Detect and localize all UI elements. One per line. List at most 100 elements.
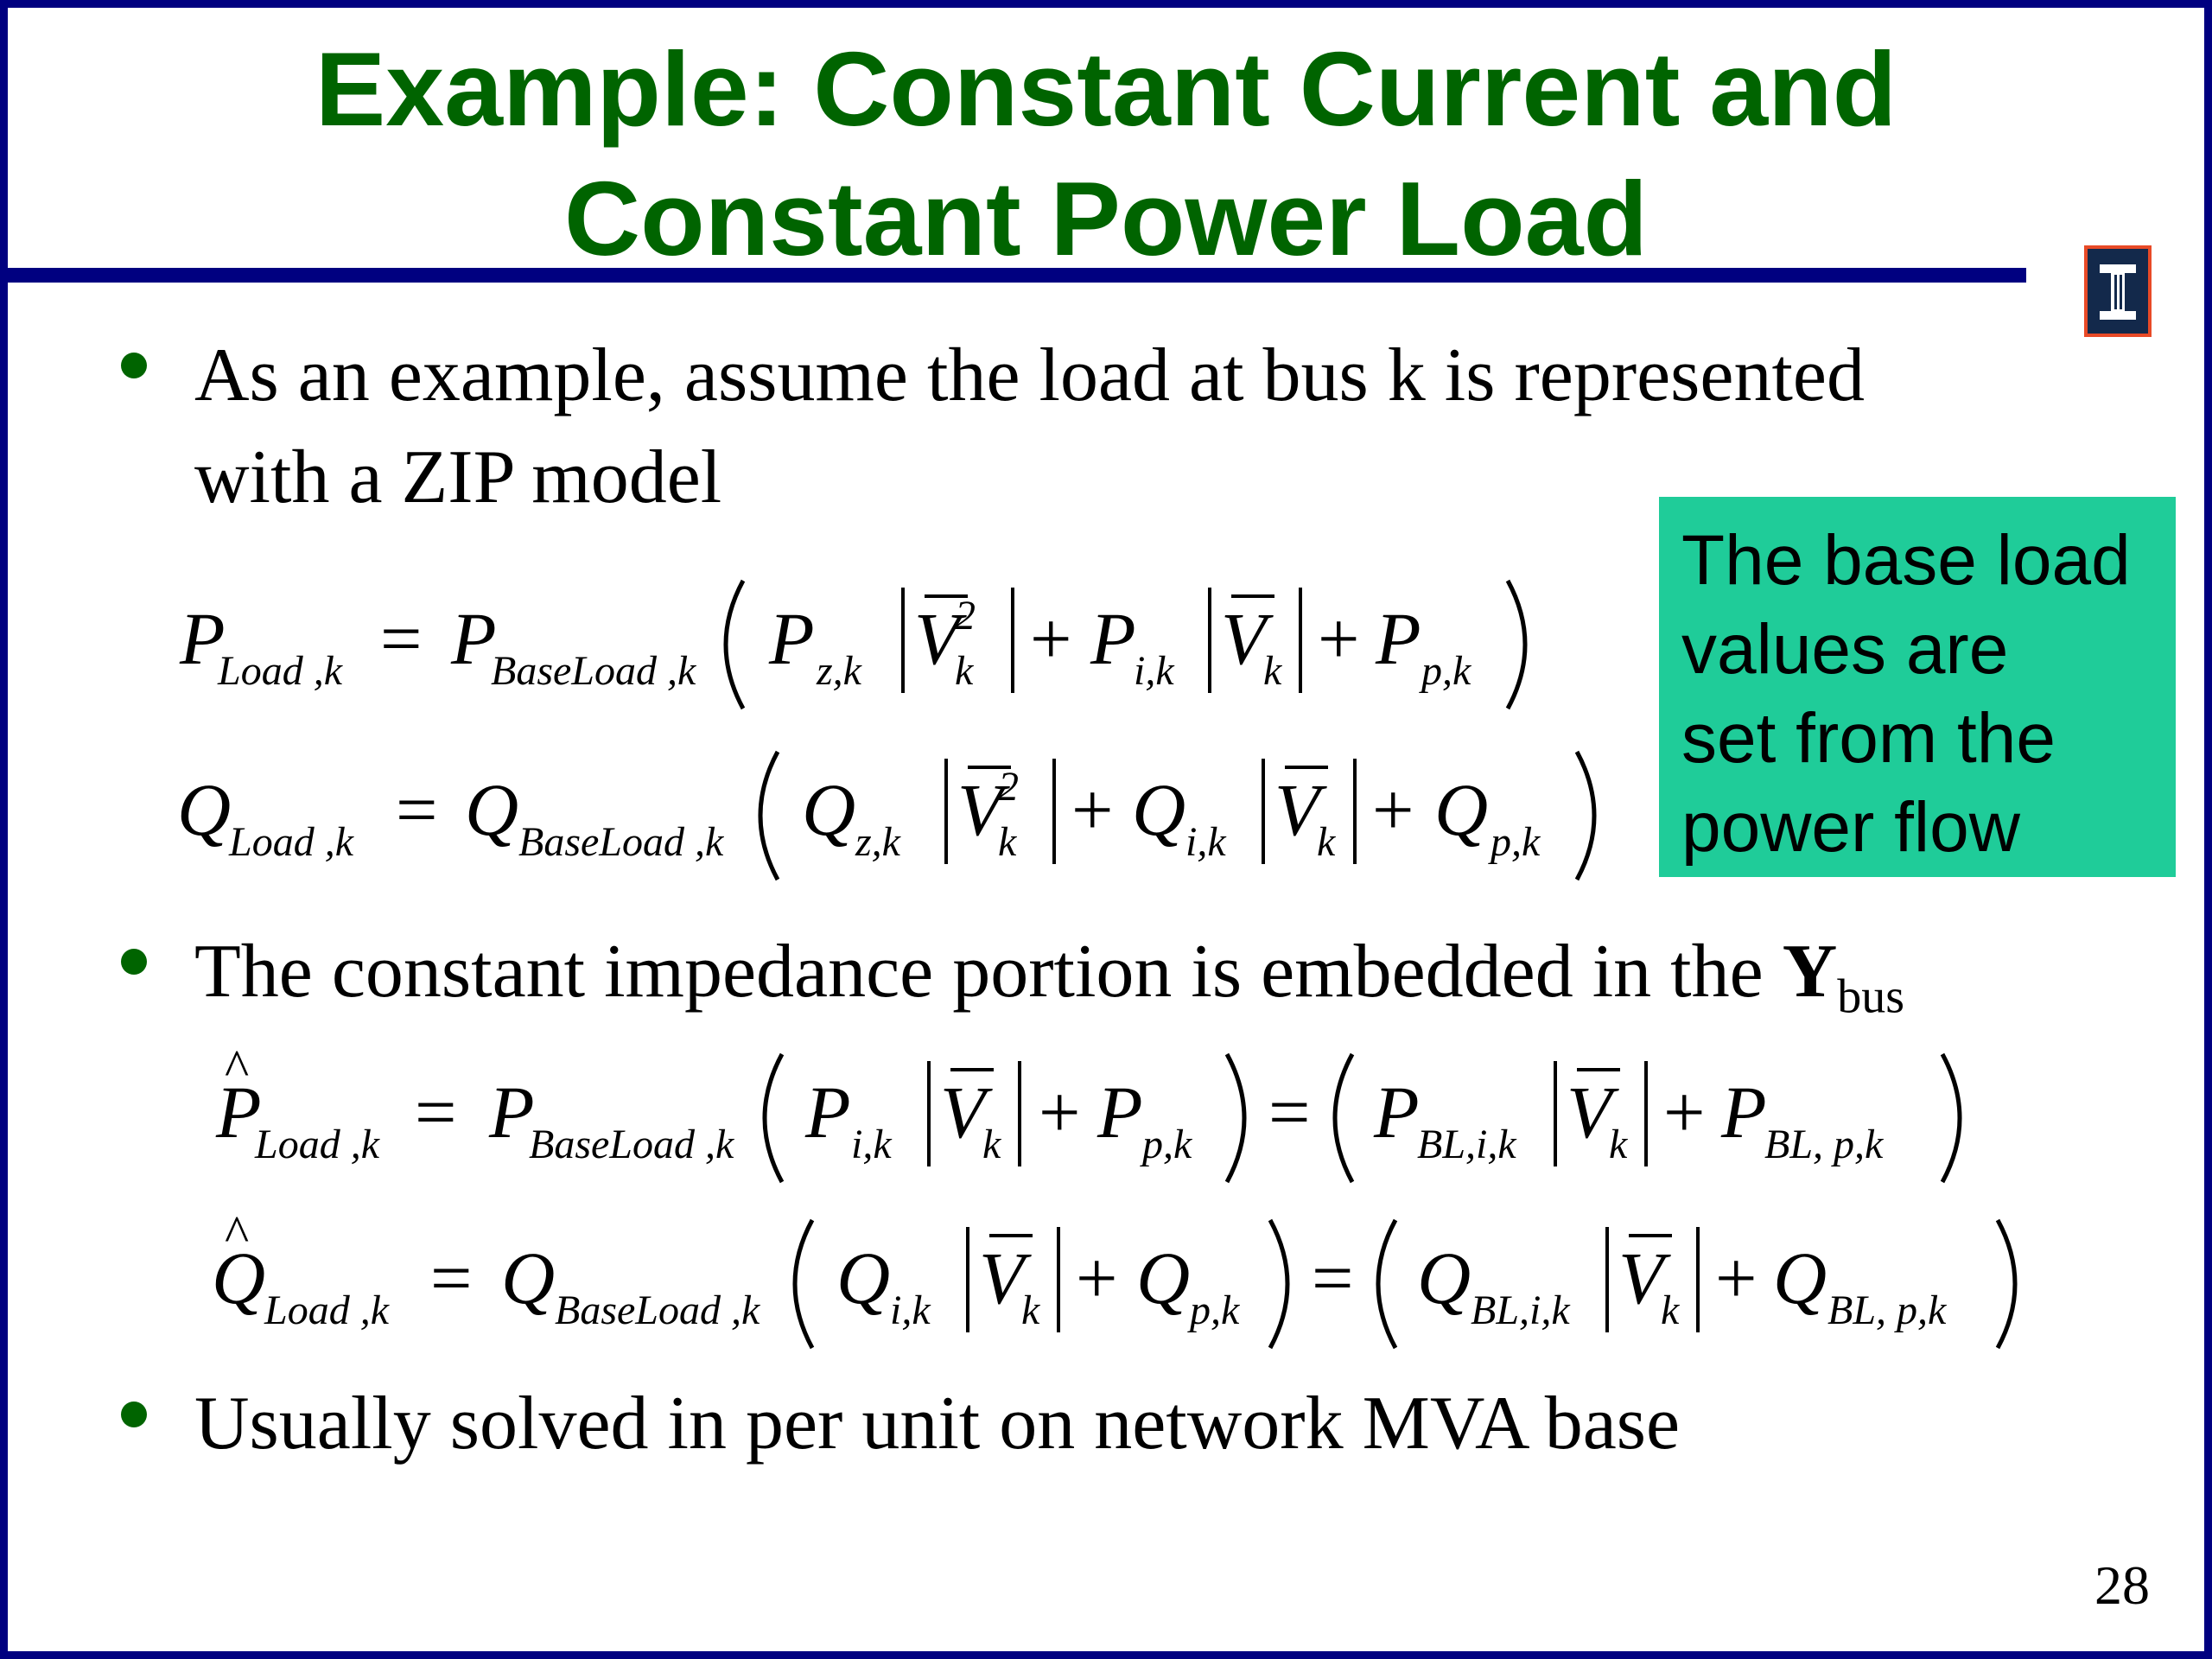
eq-subscript: BL, p,k xyxy=(1764,1122,1885,1167)
eq-symbol: P xyxy=(179,597,226,680)
eq-symbol: P xyxy=(804,1071,851,1154)
eq-symbol: V xyxy=(1618,1236,1671,1319)
eq-symbol: P xyxy=(1720,1071,1767,1154)
eq-subscript: BL, p,k xyxy=(1827,1287,1948,1333)
equation-p-load: P Load ,k = P BaseLoad ,k P z,k V 2 k + … xyxy=(179,579,1528,710)
eq-subscript: z,k xyxy=(816,648,863,694)
eq-subscript: p,k xyxy=(1140,1122,1193,1167)
eq-subscript: BL,i,k xyxy=(1471,1287,1571,1333)
eq-symbol: P xyxy=(768,597,815,680)
eq-subscript: p,k xyxy=(1187,1287,1241,1333)
eq-symbol: V xyxy=(1221,597,1274,680)
eq-subscript: i,k xyxy=(1185,819,1227,865)
eq-subscript: k xyxy=(982,1122,1002,1167)
eq-subscript: BaseLoad ,k xyxy=(555,1287,761,1333)
eq-symbol: P xyxy=(1373,1071,1420,1154)
eq-equals: = xyxy=(380,597,423,680)
eq-subscript: BaseLoad ,k xyxy=(518,819,725,865)
eq-symbol: V xyxy=(1274,768,1327,851)
page-number: 28 xyxy=(2094,1554,2150,1616)
eq-symbol: Q xyxy=(465,768,518,851)
eq-subscript: i,k xyxy=(851,1122,893,1167)
bullet-dot xyxy=(121,949,147,975)
eq-plus: + xyxy=(1071,768,1114,851)
eq-subscript: z,k xyxy=(855,819,902,865)
bullet-dot xyxy=(121,353,147,378)
right-paren xyxy=(1574,750,1597,881)
eq-equals: = xyxy=(415,1071,457,1154)
eq-symbol: P xyxy=(1090,597,1136,680)
eq-subscript: Load ,k xyxy=(264,1287,391,1333)
eq-subscript: p,k xyxy=(1419,648,1472,694)
bullet-1-line-1: As an example, assume the load at bus k … xyxy=(194,334,1865,417)
eq-symbol: Q xyxy=(212,1236,265,1319)
eq-subscript: BaseLoad ,k xyxy=(529,1122,735,1167)
eq-equals: = xyxy=(396,768,438,851)
eq-subscript: Load ,k xyxy=(228,819,355,865)
illinois-logo-icon xyxy=(2084,245,2152,337)
callout-line: power flow xyxy=(1681,788,2020,867)
eq-subscript: i,k xyxy=(890,1287,931,1333)
eq-subscript: k xyxy=(1263,648,1283,694)
eq-superscript: 2 xyxy=(955,593,976,639)
eq-equals: = xyxy=(1312,1236,1354,1319)
left-paren xyxy=(792,1218,815,1350)
eq-symbol: Q xyxy=(1136,1236,1190,1319)
title-line-1: Example: Constant Current and xyxy=(315,30,1897,148)
eq-subscript: Load ,k xyxy=(254,1122,381,1167)
eq-subscript: BaseLoad ,k xyxy=(491,648,697,694)
eq-symbol: Q xyxy=(836,1236,890,1319)
eq-symbol: V xyxy=(957,768,1010,851)
bullet-2-main: The constant impedance portion is embedd… xyxy=(194,930,1783,1014)
eq-symbol: Q xyxy=(802,768,855,851)
eq-symbol: V xyxy=(979,1236,1032,1319)
eq-symbol: P xyxy=(488,1071,535,1154)
equation-p-hat: P ^ Load ,k = P BaseLoad ,k P i,k V k + … xyxy=(215,1039,1962,1184)
eq-symbol: Q xyxy=(1417,1236,1471,1319)
left-paren xyxy=(1376,1218,1398,1350)
eq-symbol: Q xyxy=(1132,768,1185,851)
bullet-1-line-2: with a ZIP model xyxy=(194,435,722,519)
eq-symbol: Q xyxy=(1773,1236,1827,1319)
bullet-2-text: The constant impedance portion is embedd… xyxy=(194,929,1904,1040)
eq-symbol: P xyxy=(1375,597,1421,680)
hat-icon: ^ xyxy=(225,1039,249,1096)
eq-subscript: p,k xyxy=(1488,819,1541,865)
equation-q-load: Q Load ,k = Q BaseLoad ,k Q z,k V 2 k + … xyxy=(177,750,1597,881)
bullet-3-text: Usually solved in per unit on network MV… xyxy=(194,1382,1681,1465)
left-paren xyxy=(762,1052,785,1184)
title-line-2: Constant Power Load xyxy=(564,160,1648,277)
eq-plus: + xyxy=(1318,597,1360,680)
right-paren xyxy=(1995,1218,2018,1350)
eq-subscript: k xyxy=(955,648,975,694)
callout-line: set from the xyxy=(1681,699,2056,778)
eq-superscript: 2 xyxy=(998,764,1019,810)
eq-plus: + xyxy=(1076,1236,1118,1319)
eq-equals: = xyxy=(430,1236,473,1319)
right-paren xyxy=(1224,1052,1247,1184)
eq-plus: + xyxy=(1663,1071,1706,1154)
callout-box: The base load values are set from the po… xyxy=(1659,497,2176,877)
eq-subscript: k xyxy=(1609,1122,1629,1167)
right-paren xyxy=(1940,1052,1962,1184)
right-paren xyxy=(1268,1218,1290,1350)
eq-equals: = xyxy=(1268,1071,1311,1154)
eq-symbol: Q xyxy=(501,1236,555,1319)
equation-q-hat: Q ^ Load ,k = Q BaseLoad ,k Q i,k V k + … xyxy=(212,1205,2018,1350)
eq-symbol: P xyxy=(450,597,497,680)
eq-subscript: BL,i,k xyxy=(1417,1122,1517,1167)
slide-title: Example: Constant Current and Constant P… xyxy=(0,24,2212,283)
callout-line: The base load xyxy=(1681,521,2131,600)
eq-subscript: k xyxy=(998,819,1018,865)
eq-symbol: P xyxy=(215,1071,262,1154)
eq-subscript: i,k xyxy=(1134,648,1175,694)
left-paren xyxy=(758,750,780,881)
eq-plus: + xyxy=(1039,1071,1081,1154)
eq-symbol: Q xyxy=(177,768,231,851)
eq-plus: + xyxy=(1030,597,1072,680)
left-paren xyxy=(723,579,746,710)
eq-symbol: V xyxy=(1567,1071,1619,1154)
eq-symbol: V xyxy=(940,1071,993,1154)
eq-subscript: k xyxy=(1021,1287,1041,1333)
